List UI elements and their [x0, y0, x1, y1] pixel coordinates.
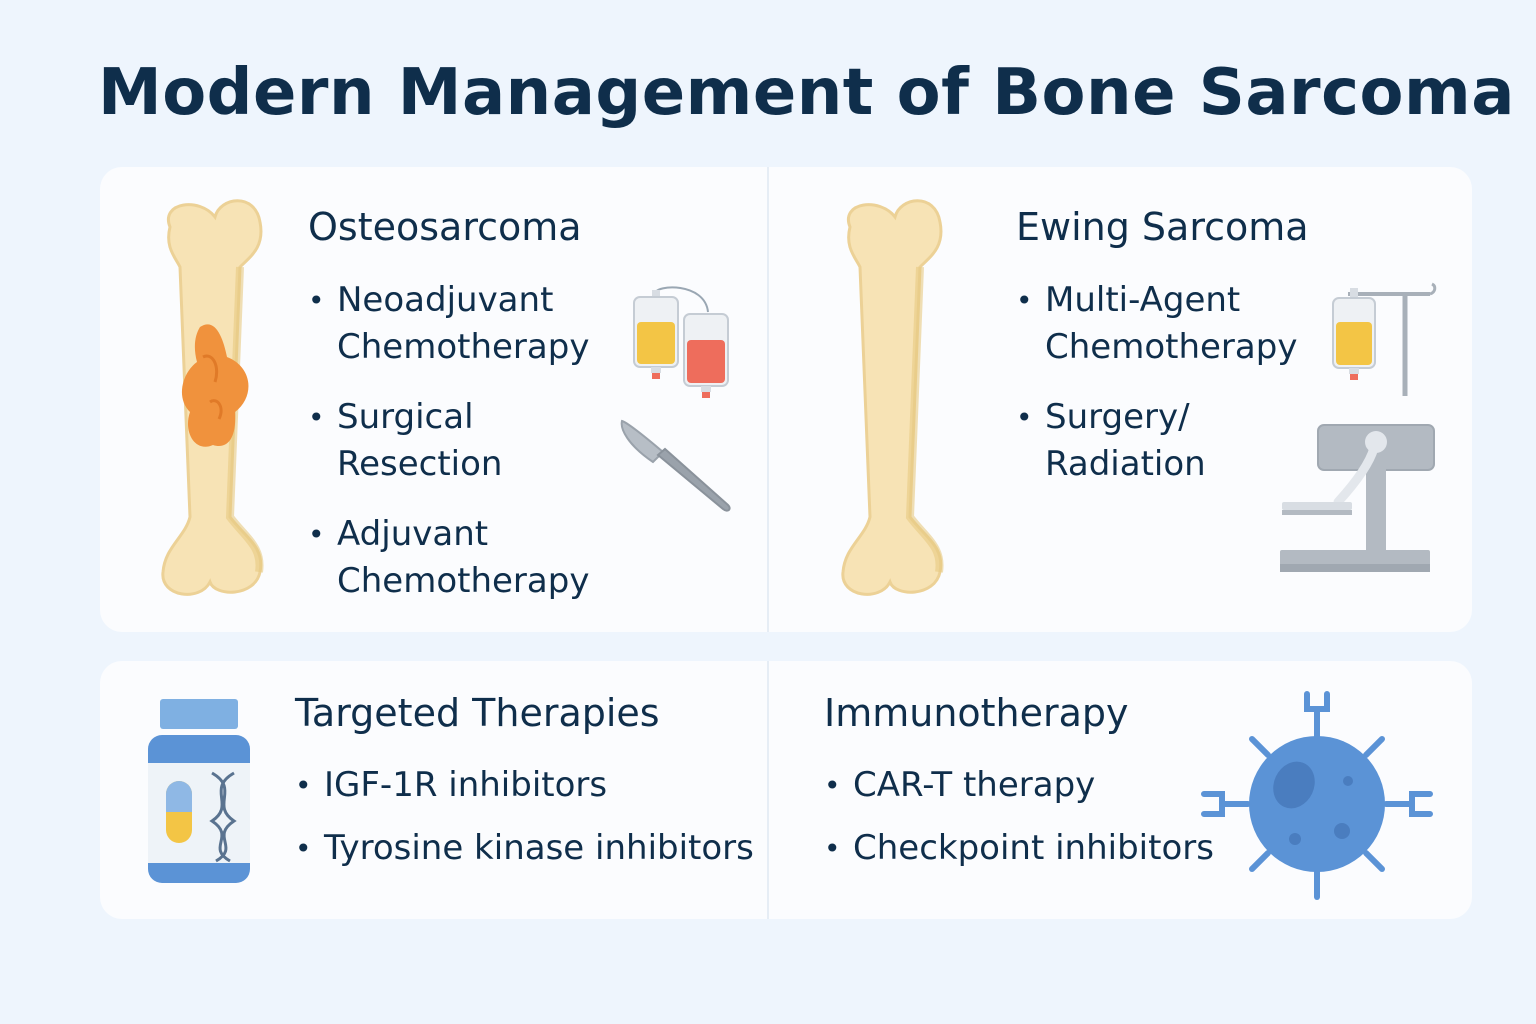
- bone-icon: [841, 199, 944, 596]
- iv-bags-icon: [633, 286, 729, 398]
- osteosarcoma-list: Neoadjuvant Chemotherapy Surgical Resect…: [308, 277, 589, 628]
- bone-tumor-icon: [161, 199, 264, 596]
- scalpel-icon: [620, 419, 731, 512]
- targeted-heading: Targeted Therapies: [295, 691, 660, 735]
- immunotherapy-list: CAR-T therapy Checkpoint inhibitors: [824, 762, 1214, 888]
- targeted-list: IGF-1R inhibitors Tyrosine kinase inhibi…: [295, 762, 754, 888]
- list-item: IGF-1R inhibitors: [295, 762, 754, 809]
- list-item: Surgical Resection: [308, 394, 589, 488]
- pill-bottle-icon: [148, 699, 250, 883]
- bottom-panel: Targeted Therapies IGF-1R inhibitors Tyr…: [100, 661, 1472, 919]
- radiation-machine-icon: [1280, 424, 1435, 572]
- top-panel: Osteosarcoma Neoadjuvant Chemotherapy Su…: [100, 167, 1472, 632]
- list-item: Checkpoint inhibitors: [824, 825, 1214, 872]
- list-item: Tyrosine kinase inhibitors: [295, 825, 754, 872]
- list-item: Multi-Agent Chemotherapy: [1016, 277, 1297, 371]
- page-title: Modern Management of Bone Sarcoma: [98, 56, 1515, 130]
- ewing-heading: Ewing Sarcoma: [1016, 205, 1309, 249]
- ewing-list: Multi-Agent Chemotherapy Surgery/ Radiat…: [1016, 277, 1297, 511]
- immunotherapy-heading: Immunotherapy: [824, 691, 1129, 735]
- osteosarcoma-heading: Osteosarcoma: [308, 205, 582, 249]
- list-item: Neoadjuvant Chemotherapy: [308, 277, 589, 371]
- list-item: CAR-T therapy: [824, 762, 1214, 809]
- list-item: Adjuvant Chemotherapy: [308, 511, 589, 605]
- panel-divider: [767, 167, 769, 632]
- immune-cell-icon: [1201, 691, 1433, 900]
- list-item: Surgery/ Radiation: [1016, 394, 1297, 488]
- panel-divider: [767, 661, 769, 919]
- iv-stand-icon: [1332, 282, 1437, 396]
